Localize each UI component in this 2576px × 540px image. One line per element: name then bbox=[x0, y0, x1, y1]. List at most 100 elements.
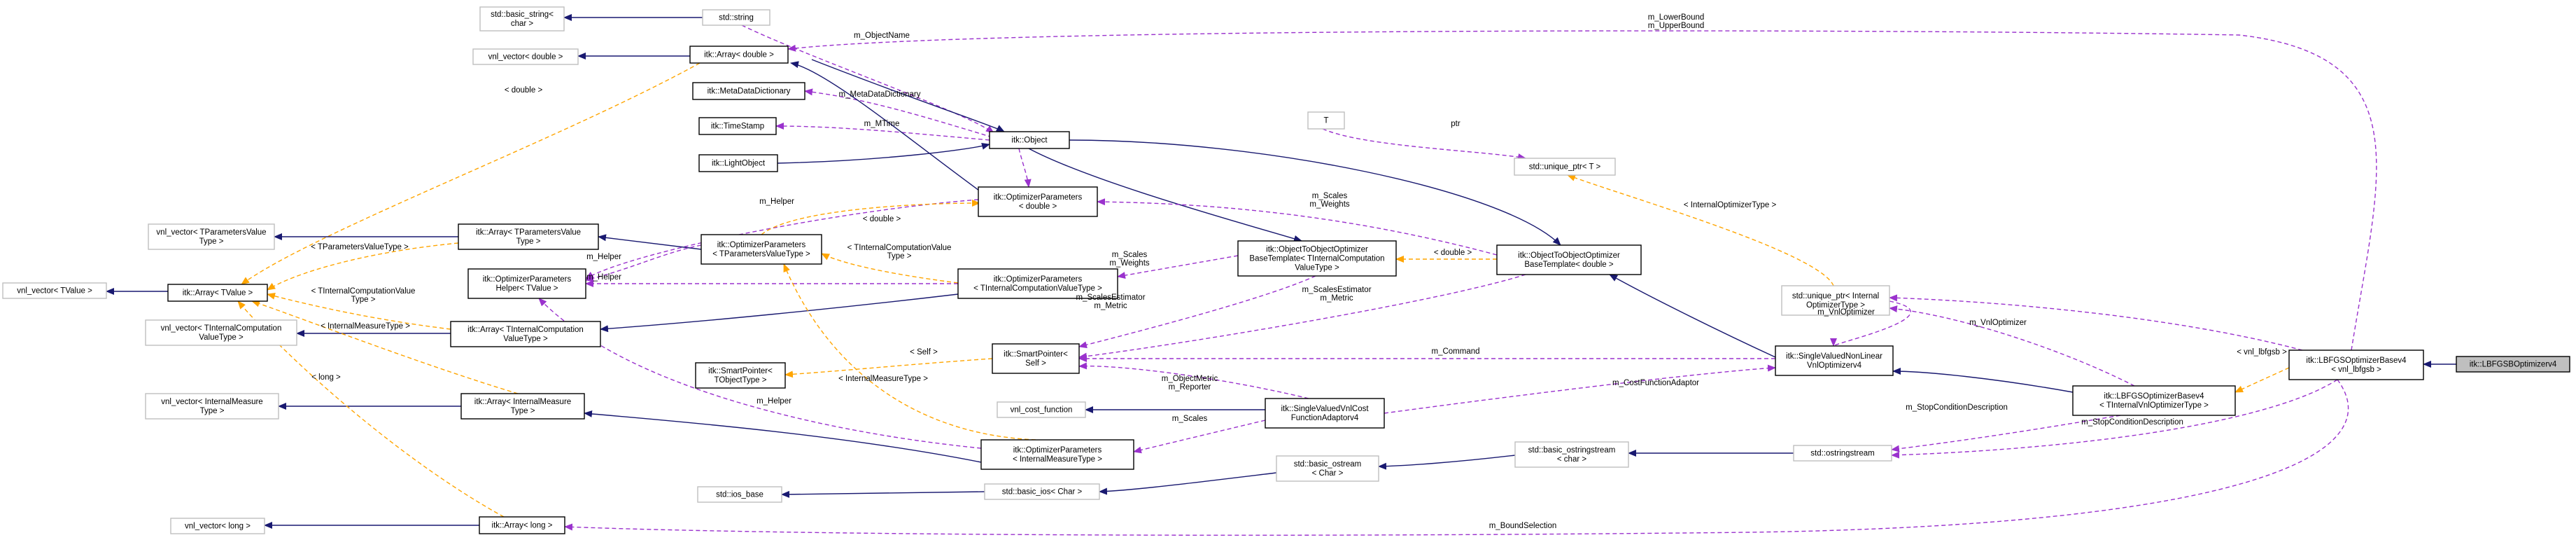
class-node-label: itk::Array< InternalMeasure bbox=[474, 398, 571, 406]
edge-object-to-o2o_base_double bbox=[1069, 139, 1561, 246]
class-node-label: BaseTemplate< double > bbox=[1524, 261, 1614, 269]
edge-optparams_double-to-optparams_helper bbox=[585, 199, 979, 279]
class-node-box bbox=[978, 186, 1098, 217]
class-node-o2o-base-double[interactable]: itk::ObjectToObjectOptimizerBaseTemplate… bbox=[1496, 244, 1642, 275]
class-node-label: std::basic_string< bbox=[491, 11, 554, 19]
class-node-lbfgsb-base-tinternal[interactable]: itk::LBFGSOptimizerBasev4< TInternalVnlO… bbox=[2072, 385, 2236, 416]
class-node-label: itk::Object bbox=[1011, 137, 1048, 145]
class-node-metadata-dict[interactable]: itk::MetaDataDictionary bbox=[692, 82, 805, 100]
edge-array_double-to-optparams_tparams bbox=[761, 200, 980, 235]
class-node-optparams-tparams[interactable]: itk::OptimizerParameters< TParametersVal… bbox=[701, 234, 822, 265]
class-node-optparams-internal-measure[interactable]: itk::OptimizerParameters< InternalMeasur… bbox=[980, 439, 1134, 470]
class-node-label: Type > bbox=[199, 237, 224, 246]
edge-label-internal-measure-type-2: < InternalMeasureType > bbox=[838, 375, 928, 383]
class-node-label: ValueType > bbox=[199, 333, 244, 342]
class-node-box bbox=[1265, 398, 1385, 429]
class-node-label: < InternalMeasureType > bbox=[1013, 455, 1102, 464]
edge-label-m-helper-2: m_Helper bbox=[586, 253, 621, 261]
class-node-vnl-vector-tvalue[interactable]: vnl_vector< TValue > bbox=[2, 282, 107, 299]
class-node-box bbox=[467, 268, 586, 299]
class-node-std-string[interactable]: std::string bbox=[702, 9, 770, 26]
class-node-basic-ostringstream[interactable]: std::basic_ostringstream< char > bbox=[1514, 441, 1629, 468]
class-node-label: itk::OptimizerParameters bbox=[1013, 446, 1102, 455]
class-node-unique-ptr-internal[interactable]: std::unique_ptr< InternalOptimizerType > bbox=[1781, 285, 1890, 316]
class-node-box bbox=[479, 6, 565, 32]
class-node-basic-ostream[interactable]: std::basic_ostream< Char > bbox=[1276, 455, 1379, 482]
class-node-vnl-vector-tinternal[interactable]: vnl_vector< TInternalComputationValueTyp… bbox=[145, 319, 297, 346]
edge-light_object-to-object bbox=[777, 142, 990, 164]
class-node-lbfgsb-optimizer[interactable]: itk::LBFGSBOptimizerv4 bbox=[2456, 356, 2570, 373]
edge-label-m-vnloptimizer-2: m_VnlOptimizer bbox=[1969, 319, 2027, 327]
class-node-optparams-tinternal[interactable]: itk::OptimizerParameters< TInternalCompu… bbox=[957, 268, 1118, 299]
class-node-label: vnl_cost_function bbox=[1011, 406, 1073, 415]
edge-array_tparams-to-array_tvalue bbox=[267, 242, 459, 291]
edge-array_internal_measure-to-optparams_internal_measure bbox=[584, 410, 982, 463]
class-node-label: < TParametersValueType > bbox=[712, 250, 810, 258]
class-node-lbfgsb-base-vnl[interactable]: itk::LBFGSOptimizerBasev4< vnl_lbfgsb > bbox=[2288, 349, 2424, 380]
class-node-label: std::basic_ostream bbox=[1294, 460, 1362, 469]
class-node-array-tvalue[interactable]: itk::Array< TValue > bbox=[167, 284, 268, 302]
edge-label-double-array: < double > bbox=[505, 86, 543, 95]
class-node-label: itk::LBFGSBOptimizerv4 bbox=[2470, 361, 2557, 369]
edge-label-tinternal-value-type-2: < TInternalComputationValue bbox=[311, 287, 416, 296]
edge-label-m-scales-weights-2: m_Scales bbox=[1112, 251, 1148, 259]
class-node-vnl-vector-internal-measure[interactable]: vnl_vector< InternalMeasureType > bbox=[145, 393, 279, 420]
edge-single_valued_vnl_cost-to-optparams_internal_measure bbox=[1133, 420, 1266, 454]
class-node-array-tinternal[interactable]: itk::Array< TInternalComputationValueTyp… bbox=[450, 321, 601, 347]
class-node-vnl-vector-long[interactable]: vnl_vector< long > bbox=[170, 518, 265, 534]
edge-o2o_base_tinternal-to-smart_pointer_self bbox=[1078, 275, 1316, 349]
edge-array_tinternal-to-optparams_tinternal bbox=[600, 293, 959, 333]
edge-label-m-scales-weights-2: m_Weights bbox=[1109, 259, 1150, 268]
class-node-box bbox=[701, 234, 822, 265]
class-node-array-long[interactable]: itk::Array< long > bbox=[479, 516, 565, 534]
class-node-object[interactable]: itk::Object bbox=[989, 131, 1070, 149]
class-node-box bbox=[698, 154, 778, 172]
class-node-ostringstream[interactable]: std::ostringstream bbox=[1793, 445, 1892, 462]
edge-array_double-to-array_tvalue bbox=[241, 62, 701, 285]
class-node-label: itk::OptimizerParameters bbox=[717, 241, 806, 249]
class-node-box bbox=[1307, 111, 1345, 130]
edge-label-m-boundselection: m_BoundSelection bbox=[1489, 522, 1557, 530]
edge-label-m-scales-estimator-2: m_Metric bbox=[1320, 294, 1353, 303]
class-node-label: itk::Array< double > bbox=[704, 51, 774, 60]
class-node-box bbox=[2288, 349, 2424, 380]
class-node-box bbox=[1775, 345, 1894, 376]
edge-array_double-to-lbfgsb_base_vnl bbox=[787, 30, 2377, 351]
class-node-label: < vnl_lbfgsb > bbox=[2331, 366, 2381, 374]
edge-optparams_double-to-o2o_base_double bbox=[1097, 198, 1498, 256]
class-node-single-valued-vnl-cost[interactable]: itk::SingleValuedVnlCostFunctionAdaptorv… bbox=[1265, 398, 1385, 429]
class-node-label: vnl_vector< TInternalComputation bbox=[161, 324, 282, 333]
class-node-timestamp[interactable]: itk::TimeStamp bbox=[698, 117, 777, 135]
edge-label-m-scales-3: m_Scales bbox=[1172, 415, 1208, 423]
class-node-T[interactable]: T bbox=[1307, 111, 1345, 130]
class-node-label: vnl_vector< TValue > bbox=[17, 287, 92, 296]
class-node-optparams-double[interactable]: itk::OptimizerParameters< double > bbox=[978, 186, 1098, 217]
class-node-light-object[interactable]: itk::LightObject bbox=[698, 154, 778, 172]
class-node-label: ValueType > bbox=[1295, 264, 1339, 272]
class-node-box bbox=[695, 362, 786, 389]
class-node-label: itk::Array< TParametersValue bbox=[476, 228, 581, 237]
edge-ios_base-to-basic_ios bbox=[781, 490, 985, 498]
class-node-array-tparams[interactable]: itk::Array< TParametersValueType > bbox=[458, 223, 599, 250]
class-node-label: itk::ObjectToObjectOptimizer bbox=[1266, 246, 1368, 254]
class-node-array-double[interactable]: itk::Array< double > bbox=[689, 46, 789, 64]
class-node-label: Type > bbox=[516, 237, 541, 246]
class-node-box bbox=[1793, 445, 1892, 462]
class-node-label: Helper< TValue > bbox=[495, 284, 558, 293]
class-node-vnl-vector-tparams[interactable]: vnl_vector< TParametersValueType > bbox=[148, 223, 275, 250]
class-node-vnl-vector-double[interactable]: vnl_vector< double > bbox=[472, 48, 579, 65]
class-node-array-internal-measure[interactable]: itk::Array< InternalMeasureType > bbox=[460, 393, 585, 420]
class-node-basic-string[interactable]: std::basic_string<char > bbox=[479, 6, 565, 32]
class-node-vnl-cost-function[interactable]: vnl_cost_function bbox=[997, 401, 1086, 418]
class-node-box bbox=[145, 319, 297, 346]
class-node-o2o-base-tinternal[interactable]: itk::ObjectToObjectOptimizerBaseTemplate… bbox=[1237, 240, 1397, 277]
class-node-label: < Char > bbox=[1312, 469, 1344, 478]
class-node-ios-base[interactable]: std::ios_base bbox=[697, 486, 782, 503]
class-node-unique-ptr-T[interactable]: std::unique_ptr< T > bbox=[1514, 158, 1616, 176]
class-node-smart-pointer-tobject[interactable]: itk::SmartPointer<TObjectType > bbox=[695, 362, 786, 389]
class-node-smart-pointer-self[interactable]: itk::SmartPointer<Self > bbox=[992, 343, 1080, 374]
class-node-basic-ios[interactable]: std::basic_ios< Char > bbox=[984, 483, 1100, 500]
class-node-label: itk::SingleValuedNonLinear bbox=[1786, 352, 1882, 361]
